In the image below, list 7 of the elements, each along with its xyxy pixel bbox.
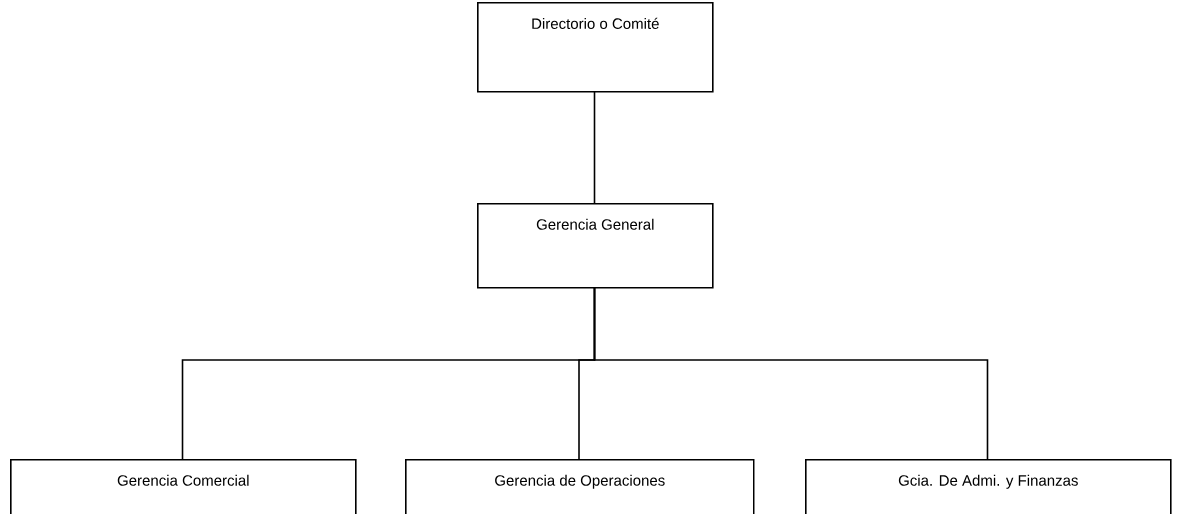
connector-line — [593, 286, 989, 460]
connector-line — [593, 90, 596, 204]
org-box: Gerencia Comercial — [10, 459, 357, 514]
org-box: Directorio o Comité — [477, 2, 714, 93]
org-box: Gerencia General — [477, 203, 714, 289]
org-box: Gcia. De Admi. y Finanzas — [805, 459, 1172, 514]
org-box: Gerencia de Operaciones — [405, 459, 755, 514]
